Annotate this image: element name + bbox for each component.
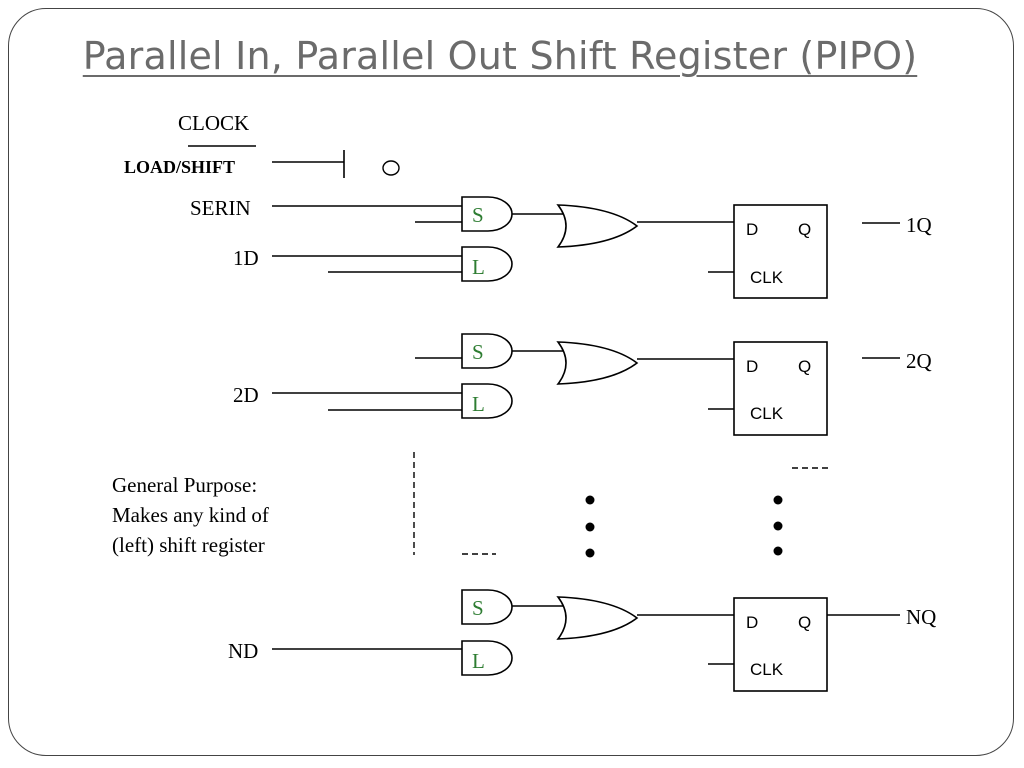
ellipsis-dot xyxy=(773,495,783,505)
and-gate-sn xyxy=(461,589,513,625)
clock-label: CLOCK xyxy=(178,111,249,135)
or-gate-1 xyxy=(556,204,639,248)
ffn-d-label: D xyxy=(746,613,758,632)
ff2-clk-label: CLK xyxy=(750,404,784,423)
gate-label-s2: S xyxy=(472,340,484,364)
note-line: Makes any kind of xyxy=(112,503,269,527)
ff2-d-label: D xyxy=(746,357,758,376)
gate-label-sn: S xyxy=(472,596,484,620)
ff2-q-label: Q xyxy=(798,357,811,376)
and-gate-l2 xyxy=(461,383,513,419)
dn-label: ND xyxy=(228,639,258,663)
flipflop-1 xyxy=(733,204,828,299)
ellipsis-dot xyxy=(585,495,595,505)
note-line: (left) shift register xyxy=(112,533,265,557)
ellipsis-dot xyxy=(773,521,783,531)
note-line: General Purpose: xyxy=(112,473,258,497)
and-gate-s1 xyxy=(461,196,513,232)
ff1-q-label: Q xyxy=(798,220,811,239)
ffn-clk-label: CLK xyxy=(750,660,784,679)
and-gate-l1 xyxy=(461,246,513,282)
ellipsis-dot xyxy=(773,546,783,556)
q2-label: 2Q xyxy=(906,349,932,373)
ff1-clk-label: CLK xyxy=(750,268,784,287)
page-title: Parallel In, Parallel Out Shift Register… xyxy=(82,34,918,78)
general-purpose-note: General Purpose: Makes any kind of (left… xyxy=(112,470,269,560)
d2-label: 2D xyxy=(233,383,259,407)
and-gate-ln xyxy=(461,640,513,676)
inverter-bubble xyxy=(382,160,400,176)
flipflop-2 xyxy=(733,341,828,436)
qn-label: NQ xyxy=(906,605,936,629)
and-gate-s2 xyxy=(461,333,513,369)
slide-frame xyxy=(8,8,1014,756)
gate-label-l1: L xyxy=(472,255,485,279)
serin-label: SERIN xyxy=(190,196,251,220)
q1-label: 1Q xyxy=(906,213,932,237)
load-shift-label: LOAD/SHIFT xyxy=(124,157,235,177)
gate-label-ln: L xyxy=(472,649,485,673)
gate-label-l2: L xyxy=(472,392,485,416)
or-gate-2 xyxy=(556,341,639,385)
gate-label-s1: S xyxy=(472,203,484,227)
flipflop-n xyxy=(733,597,828,692)
ffn-q-label: Q xyxy=(798,613,811,632)
d1-label: 1D xyxy=(233,246,259,270)
ellipsis-dot xyxy=(585,548,595,558)
ff1-d-label: D xyxy=(746,220,758,239)
ellipsis-dot xyxy=(585,522,595,532)
or-gate-n xyxy=(556,596,639,640)
